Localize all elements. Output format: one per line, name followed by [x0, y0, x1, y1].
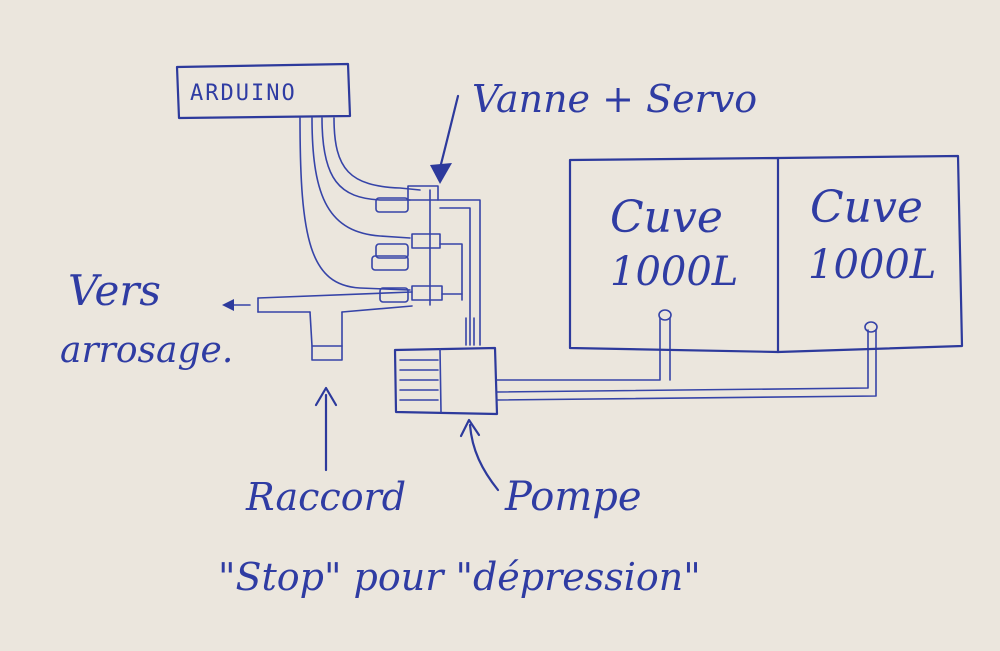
pump: [393, 317, 499, 416]
valve-servo-label: Vanne + Servo: [472, 77, 757, 121]
tank-left-volume: 1000L: [610, 249, 738, 295]
outlet-label-line2: arrosage.: [60, 330, 233, 371]
tank-right-name: Cuve: [810, 182, 923, 233]
control-wires: [299, 117, 421, 291]
outlet-pipe: [222, 291, 413, 361]
fitting-label-line1: Raccord: [245, 475, 406, 519]
tank-left: Cuve 1000L: [568, 156, 780, 354]
tank-right-volume: 1000L: [808, 242, 936, 288]
valve-bank: [371, 185, 481, 346]
fitting-arrow: [314, 386, 338, 472]
valve-servo-arrow: [430, 94, 460, 184]
tank-left-name: Cuve: [610, 192, 723, 243]
tank-pipes: [496, 309, 878, 401]
outlet-label-line1: Vers: [68, 266, 161, 315]
tank-right: Cuve 1000L: [776, 154, 964, 354]
arduino-board: ARDUINO: [175, 62, 352, 120]
fitting-label-line2: "Stop" pour "dépression": [218, 555, 701, 599]
pump-arrow: [459, 418, 500, 492]
arduino-label: ARDUINO: [190, 81, 297, 106]
pump-label: Pompe: [504, 474, 642, 520]
